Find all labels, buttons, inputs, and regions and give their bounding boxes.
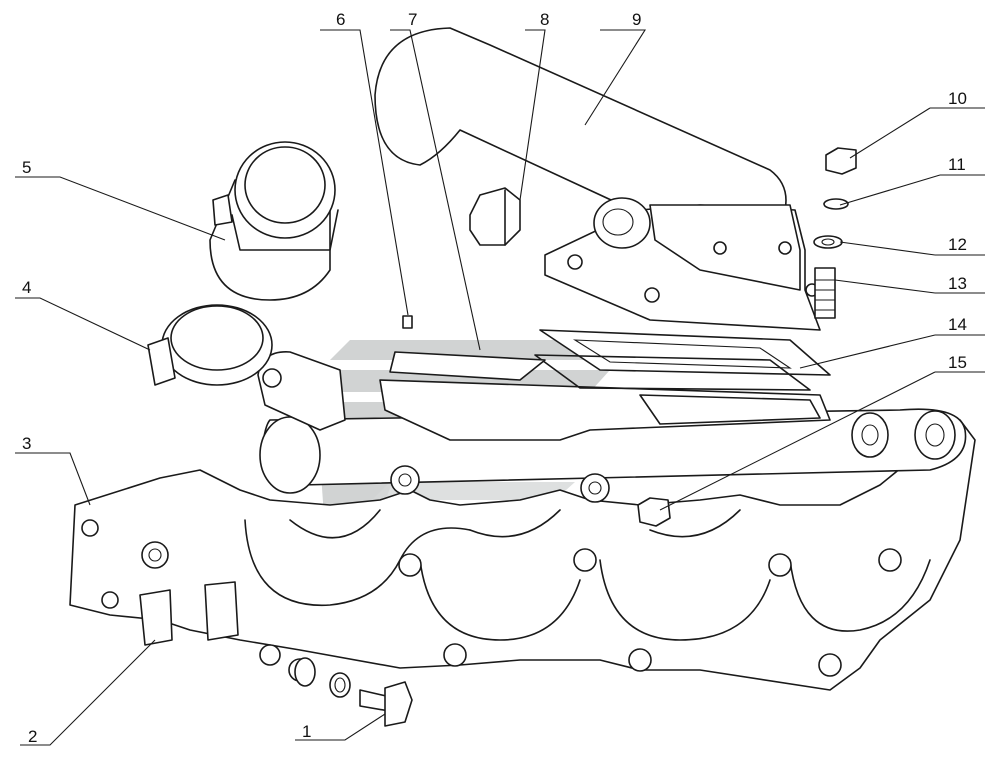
bolt-part-1 (294, 657, 413, 727)
stud-part-13 (814, 267, 836, 319)
callout-8: 8 (540, 10, 549, 29)
callout-12: 12 (948, 235, 967, 254)
callout-3: 3 (22, 434, 31, 453)
hose-part-5 (209, 141, 339, 301)
callout-6: 6 (336, 10, 345, 29)
bolt-part-10 (825, 147, 857, 175)
pin-part-6 (402, 315, 413, 329)
callout-4: 4 (22, 278, 31, 297)
outlet-elbow-part-9 (374, 27, 821, 331)
washer-part-11 (823, 198, 849, 210)
leader-lines (15, 29, 985, 746)
callout-14: 14 (948, 315, 967, 334)
callout-7: 7 (408, 10, 417, 29)
callout-10: 10 (948, 89, 967, 108)
callout-15: 15 (948, 353, 967, 372)
callout-5: 5 (22, 158, 31, 177)
gasket-part-14 (534, 329, 831, 391)
exhaust-manifold (69, 351, 976, 691)
callout-2: 2 (28, 727, 37, 746)
callout-13: 13 (948, 274, 967, 293)
callout-1: 1 (302, 722, 311, 741)
bolt-part-15 (637, 497, 671, 527)
callout-9: 9 (632, 10, 641, 29)
washer-part-12 (813, 235, 843, 249)
bolt-part-8 (469, 187, 521, 246)
callout-11: 11 (948, 155, 966, 174)
gasket-part-7 (389, 351, 546, 381)
callout-labels: 1 2 3 4 5 6 7 8 9 10 11 12 13 14 15 (22, 10, 967, 746)
clamp-part-4 (147, 304, 273, 386)
